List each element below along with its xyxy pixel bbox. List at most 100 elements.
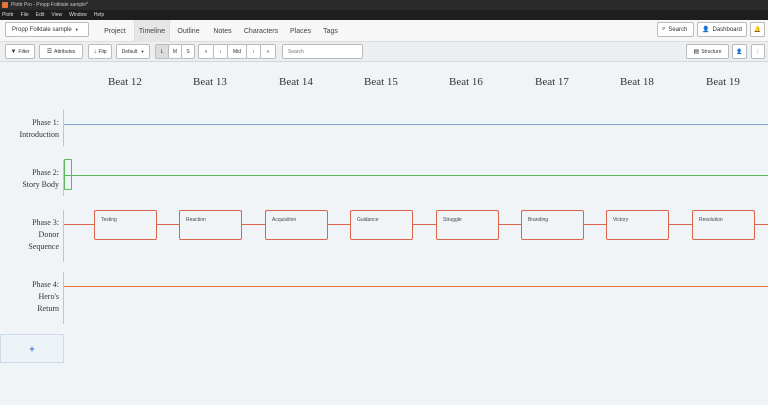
tab-notes[interactable]: Notes xyxy=(207,20,238,42)
beat-header-17[interactable]: Beat 17 xyxy=(535,76,569,88)
beat-header-18[interactable]: Beat 18 xyxy=(620,76,654,88)
scroll-prev-button[interactable]: ‹ xyxy=(213,44,228,59)
phase-divider xyxy=(63,160,64,196)
menu-plottr[interactable]: Plottr xyxy=(2,12,14,18)
menu-help[interactable]: Help xyxy=(93,12,105,18)
scroll-next-button[interactable]: › xyxy=(246,44,261,59)
menu-bar: Plottr File Edit View Window Help xyxy=(0,10,768,20)
phase-1-name: Introduction xyxy=(19,130,59,139)
bell-icon: 🔔 xyxy=(753,27,762,33)
flip-button[interactable]: ↓ Flip xyxy=(88,44,112,59)
scene-card-title: Reaction xyxy=(186,217,206,223)
size-m-button[interactable]: M xyxy=(168,44,182,59)
add-phase-button[interactable]: + xyxy=(0,334,64,363)
chevron-down-icon: ▼ xyxy=(140,49,145,54)
phase-label-2[interactable]: Phase 2: Story Body xyxy=(0,167,59,191)
beat-header-12[interactable]: Beat 12 xyxy=(108,76,142,88)
tab-characters[interactable]: Characters xyxy=(238,20,284,42)
size-m-label: M xyxy=(172,48,178,55)
project-select[interactable]: Propp Folktale sample ▼ xyxy=(5,22,89,37)
scene-card-victory[interactable]: Victory xyxy=(606,210,669,240)
search-button[interactable]: ⌕ Search xyxy=(657,22,694,37)
menu-file[interactable]: File xyxy=(20,12,29,18)
tab-outline-label: Outline xyxy=(177,27,200,35)
scene-card-struggle[interactable]: Struggle xyxy=(436,210,499,240)
mid-label: Mid xyxy=(232,48,242,55)
user-icon: 👤 xyxy=(736,48,743,55)
phase-label-1[interactable]: Phase 1: Introduction xyxy=(0,117,59,141)
default-dropdown[interactable]: Default ▼ xyxy=(116,44,150,59)
structure-button[interactable]: ▤ Structure xyxy=(686,44,729,59)
tab-project[interactable]: Project xyxy=(96,20,134,42)
scene-card-testing[interactable]: Testing xyxy=(94,210,157,240)
tab-places[interactable]: Places xyxy=(284,20,317,42)
tab-tags[interactable]: Tags xyxy=(317,20,344,42)
phase-3-name-1: Donor xyxy=(38,230,59,239)
attributes-label: Attributes xyxy=(54,48,76,55)
tab-project-label: Project xyxy=(104,27,126,35)
character-view-button[interactable]: 👤 xyxy=(732,44,747,59)
structure-icon: ▤ xyxy=(693,49,700,55)
flip-icon: ↓ xyxy=(93,48,97,55)
phase-3-lane-line xyxy=(64,224,768,225)
phase-label-3[interactable]: Phase 3: Donor Sequence xyxy=(0,217,59,253)
user-icon: 👤 xyxy=(702,27,710,33)
tab-characters-label: Characters xyxy=(243,27,279,35)
scene-card-acquisition[interactable]: Acquisition xyxy=(265,210,328,240)
phase-2-lane-line xyxy=(64,175,768,176)
search-button-label: Search xyxy=(668,26,688,33)
timeline-toolbar: ▼ Filter ☰ Attributes ↓ Flip Default ▼ L… xyxy=(0,42,768,62)
more-options-button[interactable]: ⋮ xyxy=(751,44,765,59)
structure-label: Structure xyxy=(701,48,722,55)
phase-4-title: Phase 4: xyxy=(32,280,59,289)
phase-4-name-1: Hero's xyxy=(38,292,59,301)
notifications-button[interactable]: 🔔 xyxy=(750,22,765,37)
phase-4-name-2: Return xyxy=(37,304,59,313)
filter-button[interactable]: ▼ Filter xyxy=(5,44,35,59)
tab-tags-label: Tags xyxy=(323,27,338,35)
scene-card-title: Victory xyxy=(613,217,629,223)
flip-label: Flip xyxy=(98,48,107,55)
beat-header-14[interactable]: Beat 14 xyxy=(279,76,313,88)
beat-header-19[interactable]: Beat 19 xyxy=(706,76,740,88)
scene-card-resolution[interactable]: Resolution xyxy=(692,210,755,240)
phase-3-name-2: Sequence xyxy=(28,242,59,251)
plus-icon: + xyxy=(29,343,35,354)
menu-window[interactable]: Window xyxy=(69,12,87,18)
menu-view[interactable]: View xyxy=(51,12,63,18)
default-label: Default xyxy=(121,48,138,55)
scene-card-title: Branding xyxy=(528,217,549,223)
size-l-button[interactable]: L xyxy=(155,44,169,59)
scene-card-reaction[interactable]: Reaction xyxy=(179,210,242,240)
scene-card-branding[interactable]: Branding xyxy=(521,210,584,240)
tab-outline[interactable]: Outline xyxy=(170,20,207,42)
beat-header-13[interactable]: Beat 13 xyxy=(193,76,227,88)
beat-header-16[interactable]: Beat 16 xyxy=(449,76,483,88)
tab-notes-label: Notes xyxy=(213,27,232,35)
size-l-label: L xyxy=(160,48,164,55)
phase-2-bracket[interactable] xyxy=(64,159,72,190)
filter-label: Filter xyxy=(18,48,30,55)
scroll-last-button[interactable]: » xyxy=(260,44,276,59)
phase-divider xyxy=(63,210,64,262)
beat-header-15[interactable]: Beat 15 xyxy=(364,76,398,88)
size-s-button[interactable]: S xyxy=(181,44,195,59)
list-icon: ☰ xyxy=(46,49,53,55)
dashboard-button-label: Dashboard xyxy=(712,26,742,33)
size-s-label: S xyxy=(186,48,190,55)
scene-card-title: Struggle xyxy=(443,217,462,223)
attributes-button[interactable]: ☰ Attributes xyxy=(39,44,83,59)
dashboard-button[interactable]: 👤 Dashboard xyxy=(697,22,747,37)
scene-card-title: Testing xyxy=(101,217,117,223)
scroll-mid-button[interactable]: Mid xyxy=(227,44,247,59)
scene-card-guidance[interactable]: Guidance xyxy=(350,210,413,240)
timeline-search-input[interactable] xyxy=(282,44,363,59)
scroll-first-button[interactable]: « xyxy=(198,44,214,59)
chevron-left-icon: ‹ xyxy=(219,48,222,55)
tab-timeline[interactable]: Timeline xyxy=(134,20,170,42)
menu-edit[interactable]: Edit xyxy=(35,12,45,18)
chevron-right-icon: › xyxy=(252,48,255,55)
phase-label-4[interactable]: Phase 4: Hero's Return xyxy=(0,279,59,315)
double-chevron-right-icon: » xyxy=(266,48,270,55)
phase-1-title: Phase 1: xyxy=(32,118,59,127)
